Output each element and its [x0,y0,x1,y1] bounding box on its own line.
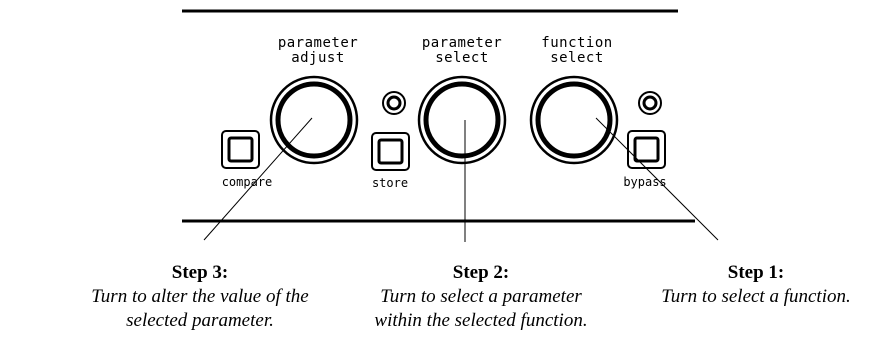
step2-callout: Step 2: Turn to select a parameter withi… [331,261,631,333]
step3-description-line2: selected parameter. [126,310,274,331]
step3-leader-line [203,117,313,241]
store-led-indicator [382,91,406,115]
step2-title: Step 2: [452,262,510,283]
function-select-knob[interactable] [529,75,619,165]
parameter-adjust-knob[interactable] [269,75,359,165]
parameter-select-label-line2: select [435,50,489,66]
compare-button[interactable] [221,130,260,169]
bypass-led-indicator [638,91,662,115]
function-select-label-line1: function [541,35,612,51]
step3-description-line1: Turn to alter the value of the [91,286,309,307]
function-select-label-line2: select [550,50,604,66]
step2-description-line2: within the selected function. [374,310,588,331]
store-button[interactable] [371,132,410,171]
step1-title: Step 1: [727,262,785,283]
store-button-label: store [372,176,408,190]
step1-description-line1: Turn to select a function. [661,286,851,307]
step1-leader-line [595,117,719,241]
parameter-adjust-label-line1: parameter [278,35,358,51]
parameter-select-knob[interactable] [417,75,507,165]
bypass-button[interactable] [627,130,666,169]
parameter-adjust-label-line2: adjust [291,50,345,66]
step3-callout: Step 3: Turn to alter the value of the s… [50,261,350,333]
step3-title: Step 3: [171,262,229,283]
parameter-select-label-line1: parameter [422,35,502,51]
step1-callout: Step 1: Turn to select a function. [606,261,890,309]
step2-description-line1: Turn to select a parameter [380,286,582,307]
compare-button-label: compare [222,175,273,189]
